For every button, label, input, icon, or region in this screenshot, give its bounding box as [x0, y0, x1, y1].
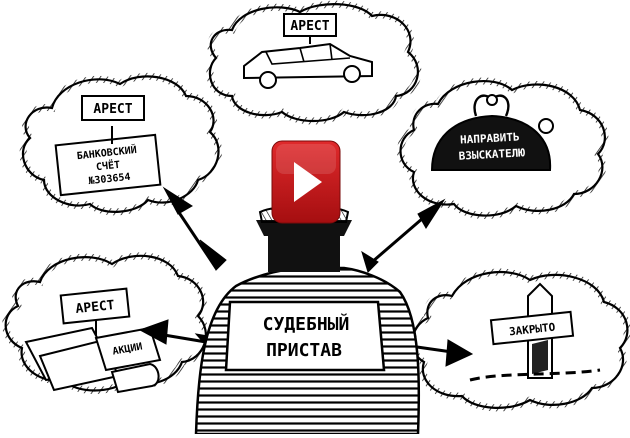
- wallet-line1: НАПРАВИТЬ: [460, 130, 520, 146]
- bank-doc-line3: №303654: [88, 172, 131, 187]
- car-sign-text: АРЕСТ: [290, 19, 329, 34]
- play-button[interactable]: [271, 140, 341, 224]
- bailiff-figure: СУДЕБНЫЙ ПРИСТАВ: [194, 205, 421, 436]
- bank-sign-text: АРЕСТ: [93, 102, 132, 117]
- cloud-wallet: НАПРАВИТЬ ВЗЫСКАТЕЛЮ: [397, 77, 609, 220]
- shares-label: АКЦИИ: [112, 342, 144, 358]
- bank-doc-line2: СЧЁТ: [95, 157, 120, 173]
- cloud-bank: АРЕСТ БАНКОВСКИЙ СЧЁТ №303654: [19, 72, 222, 216]
- back-line2: ПРИСТАВ: [266, 340, 342, 361]
- closed-sign-text: ЗАКРЫТО: [508, 321, 556, 339]
- papers-sign-text: АРЕСТ: [75, 298, 116, 317]
- cloud-closed: ЗАКРЫТО: [408, 268, 630, 412]
- cloud-papers: АРЕСТ АКЦИИ: [2, 252, 210, 394]
- play-icon: [294, 162, 322, 202]
- wallet-line2: ВЗЫСКАТЕЛЮ: [458, 146, 525, 162]
- back-line1: СУДЕБНЫЙ: [263, 313, 350, 335]
- cloud-car: АРЕСТ: [206, 0, 422, 125]
